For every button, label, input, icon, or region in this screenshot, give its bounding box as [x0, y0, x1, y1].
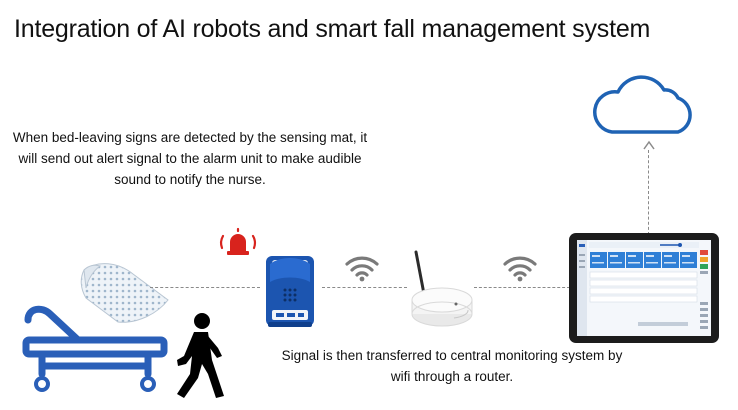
sensing-mat-icon — [80, 263, 169, 323]
alarm-light-icon — [220, 227, 256, 255]
arrow-up-icon — [643, 140, 655, 150]
bed-icon — [22, 305, 168, 392]
alarm-unit-icon — [266, 256, 314, 327]
walking-person-icon — [177, 313, 224, 398]
wifi-icon — [345, 256, 379, 282]
sensing-mat-note: When bed-leaving signs are detected by t… — [12, 130, 368, 187]
wifi-icon — [503, 256, 537, 282]
cloud-icon — [593, 75, 692, 134]
link-alarm-router — [322, 287, 407, 288]
link-router-monitor — [474, 287, 570, 288]
link-mat-alarm — [150, 287, 260, 288]
page-title: Integration of AI robots and smart fall … — [14, 15, 651, 43]
router-icon — [411, 250, 473, 327]
router-note: Signal is then transferred to central mo… — [281, 348, 623, 384]
monitor-tablet-icon — [569, 233, 719, 343]
link-monitor-cloud — [648, 150, 649, 235]
